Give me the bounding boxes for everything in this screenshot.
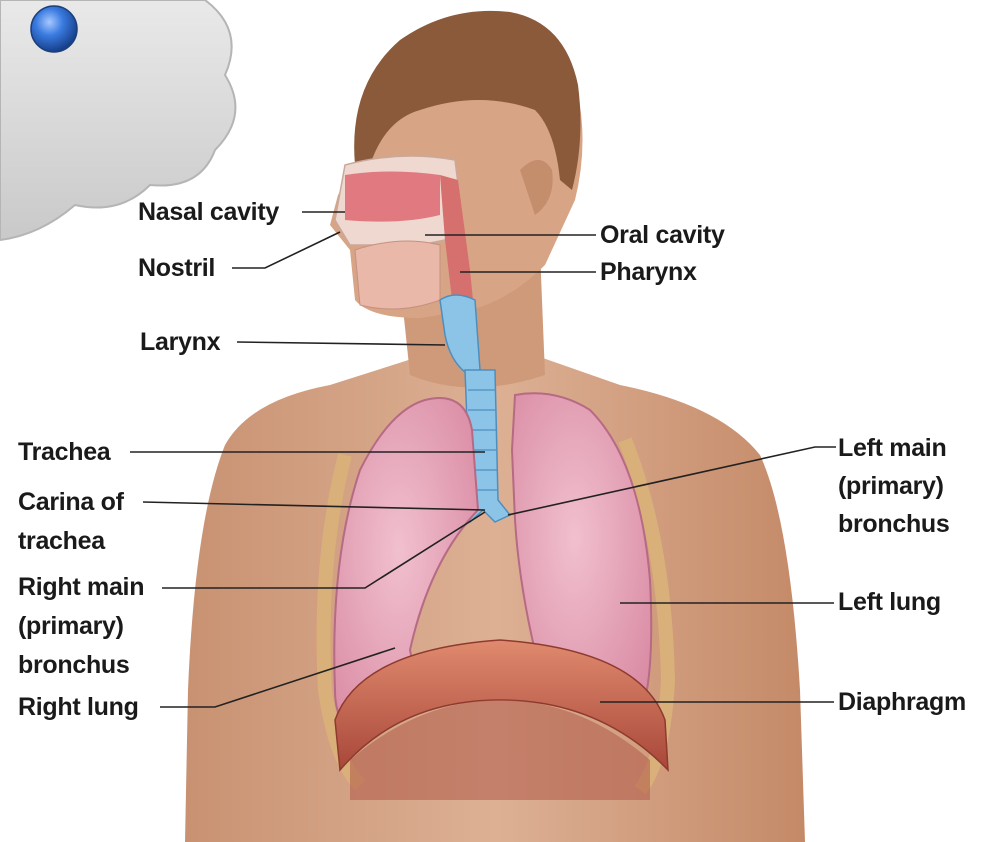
leader-nostril	[232, 232, 340, 268]
label-left-main-bronchus: Left main (primary) bronchus	[838, 434, 950, 539]
label-right-main-line3: bronchus	[18, 651, 144, 680]
label-left-main-line2: (primary)	[838, 472, 950, 501]
label-oral-cavity: Oral cavity	[600, 221, 725, 250]
label-nasal-cavity: Nasal cavity	[138, 198, 279, 227]
label-right-main-line2: (primary)	[18, 612, 144, 641]
label-trachea: Trachea	[18, 438, 110, 467]
label-left-lung: Left lung	[838, 588, 941, 617]
label-carina: Carina of trachea	[18, 488, 124, 556]
label-left-main-line3: bronchus	[838, 510, 950, 539]
bullet-icon	[31, 6, 77, 52]
label-carina-line1: Carina of	[18, 488, 124, 517]
label-left-main-line1: Left main	[838, 434, 950, 463]
label-diaphragm: Diaphragm	[838, 688, 966, 717]
label-carina-line2: trachea	[18, 527, 124, 556]
label-right-main-bronchus: Right main (primary) bronchus	[18, 573, 144, 680]
label-nostril: Nostril	[138, 254, 215, 283]
label-right-main-line1: Right main	[18, 573, 144, 602]
label-right-lung: Right lung	[18, 693, 139, 722]
label-larynx: Larynx	[140, 328, 220, 357]
label-pharynx: Pharynx	[600, 258, 697, 287]
